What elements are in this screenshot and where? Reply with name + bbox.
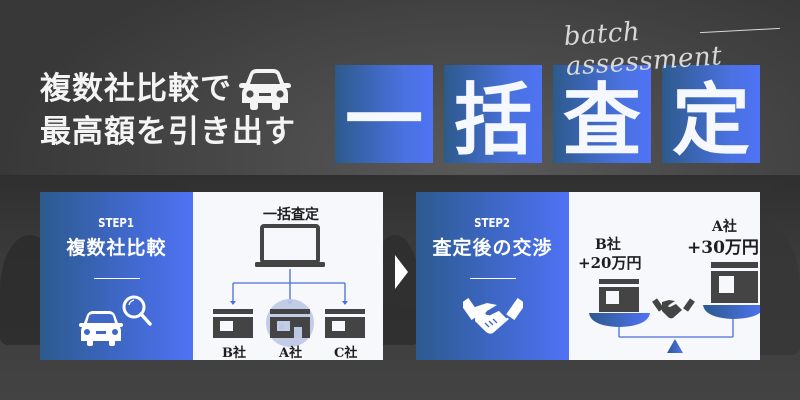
building-icon-a <box>711 262 758 303</box>
company-label-a: A社 <box>712 219 737 235</box>
step-title: 複数社比較 <box>66 237 167 259</box>
headline-text-1: 複数社比較で <box>40 71 232 107</box>
step2-diagram: B社 +20万円 A社 +30万円 <box>569 192 760 360</box>
batch-assessment-tiles: 一 括 査 定 <box>335 65 760 166</box>
step-label: STEP2 <box>474 216 511 230</box>
company-label-b: B社 <box>595 237 621 253</box>
scale-pan-right <box>703 305 760 319</box>
building-icon-b <box>213 309 253 338</box>
balance-scale-diagram <box>589 262 760 353</box>
scale-pan-left <box>589 313 650 327</box>
divider <box>93 278 140 279</box>
scale-beam <box>618 319 734 338</box>
car-search-icon <box>78 295 152 346</box>
tile-char: 括 <box>444 65 542 166</box>
company-label: B社 <box>222 346 246 361</box>
tile-char: 査 <box>553 65 651 166</box>
tile-char: 一 <box>335 65 433 166</box>
script-subtitle: batch assessment <box>562 16 724 82</box>
building-icon-b <box>599 279 639 312</box>
headline-text-2: 最高額を引き出す <box>40 114 296 150</box>
headline-line-1: 複数社比較で <box>40 67 296 111</box>
step-label: STEP1 <box>98 216 135 230</box>
divider <box>469 278 516 279</box>
amount-b: +20万円 <box>578 254 642 272</box>
car-front-icon <box>239 69 291 110</box>
step2-card: STEP2 査定後の交渉 B社 +20万円 A社 +30万円 <box>416 192 760 360</box>
balance-scale-icon <box>667 339 683 353</box>
step1-diagram: 一括査定 <box>193 192 383 361</box>
headline-line-2: 最高額を引き出す <box>40 111 296 153</box>
next-step-arrow-icon <box>395 255 408 289</box>
laptop-icon <box>255 224 325 267</box>
laptop-network-diagram <box>213 224 365 347</box>
building-icon-a <box>270 309 310 338</box>
company-label: C社 <box>334 346 358 361</box>
amount-a: +30万円 <box>687 238 759 258</box>
step1-card: STEP1 複数社比較 一括査定 <box>40 192 383 361</box>
handshake-icon <box>462 297 523 334</box>
tile-char: 定 <box>662 65 760 166</box>
step-title: 査定後の交渉 <box>432 237 553 259</box>
company-label: A社 <box>279 346 303 361</box>
diagram-title: 一括査定 <box>263 207 319 223</box>
handshake-icon <box>652 298 695 319</box>
connector-lines <box>232 269 346 304</box>
headline: 複数社比較で 最高額を引き出す <box>40 67 296 153</box>
step2-label-panel: STEP2 査定後の交渉 <box>416 192 569 360</box>
building-icon-c <box>325 309 365 338</box>
step1-label-panel: STEP1 複数社比較 <box>40 192 193 360</box>
